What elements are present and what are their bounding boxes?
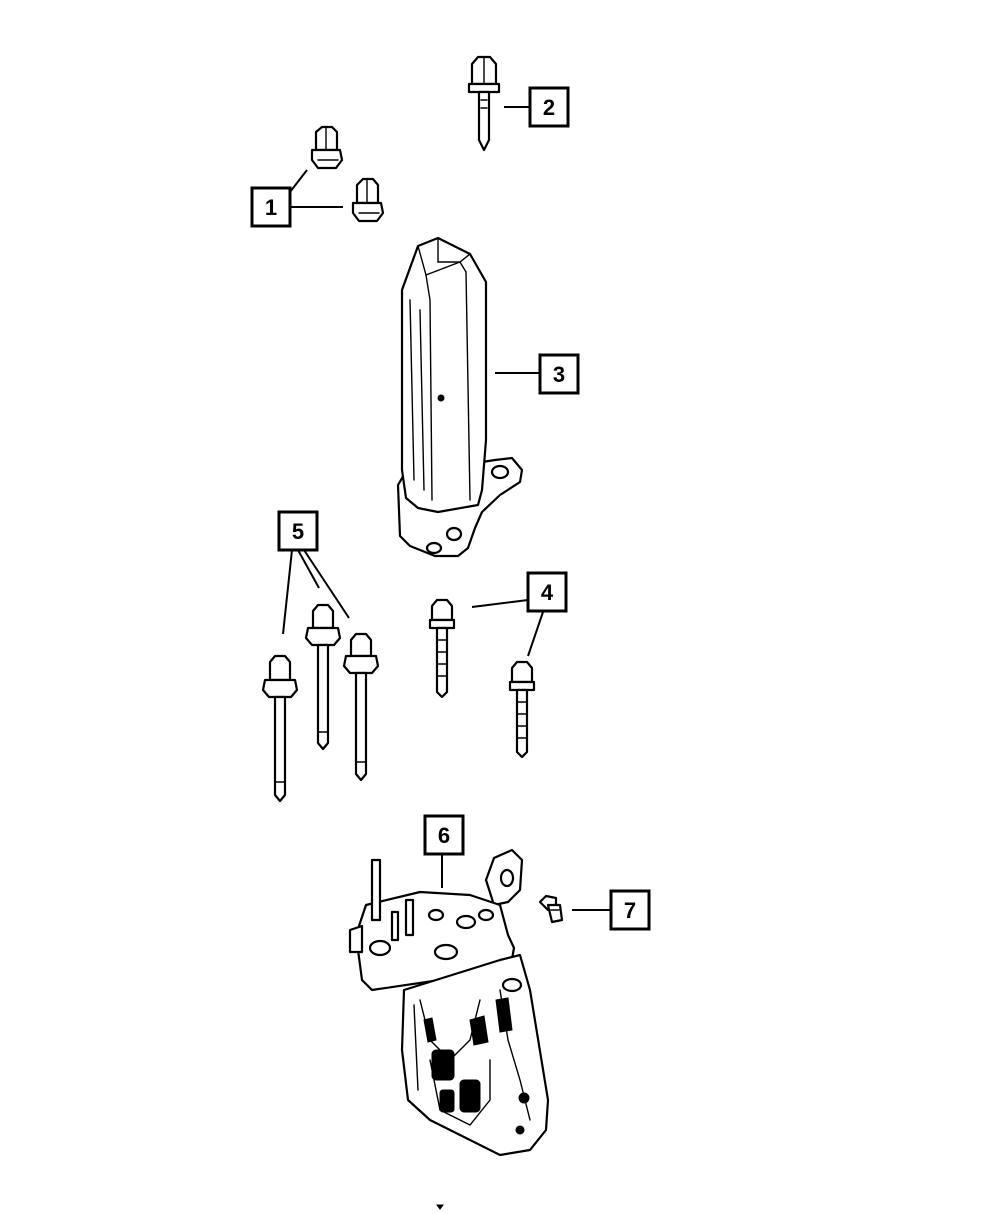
callout-6-label: 6 bbox=[438, 823, 450, 848]
part-4-bolt-right[interactable] bbox=[508, 660, 536, 759]
part-3-bracket[interactable] bbox=[396, 236, 524, 558]
callout-2[interactable]: 2 bbox=[528, 86, 570, 128]
bottom-mark bbox=[436, 1204, 444, 1210]
callout-1[interactable]: 1 bbox=[250, 186, 292, 228]
part-5-stud-middle[interactable] bbox=[304, 603, 342, 751]
part-1-nut-lower[interactable] bbox=[351, 177, 385, 223]
leader-lines bbox=[282, 106, 611, 911]
part-5-stud-left[interactable] bbox=[261, 654, 299, 803]
callout-5[interactable]: 5 bbox=[277, 510, 319, 552]
part-5-stud-right[interactable] bbox=[342, 632, 380, 782]
callout-6[interactable]: 6 bbox=[423, 814, 465, 856]
part-7-clip[interactable] bbox=[538, 894, 564, 924]
callout-2-label: 2 bbox=[543, 95, 555, 120]
part-1-nut-upper[interactable] bbox=[310, 125, 344, 170]
callout-4-label: 4 bbox=[541, 580, 554, 605]
callout-7[interactable]: 7 bbox=[609, 889, 651, 931]
callout-7-label: 7 bbox=[624, 898, 636, 923]
callout-5-label: 5 bbox=[292, 519, 304, 544]
part-4-bolt-left[interactable] bbox=[428, 598, 456, 699]
callout-4[interactable]: 4 bbox=[526, 571, 568, 613]
callout-3[interactable]: 3 bbox=[538, 353, 580, 395]
part-2-bolt[interactable] bbox=[467, 55, 501, 152]
callout-1-label: 1 bbox=[265, 195, 277, 220]
callout-3-label: 3 bbox=[553, 362, 565, 387]
part-6-housing[interactable] bbox=[348, 848, 550, 1157]
